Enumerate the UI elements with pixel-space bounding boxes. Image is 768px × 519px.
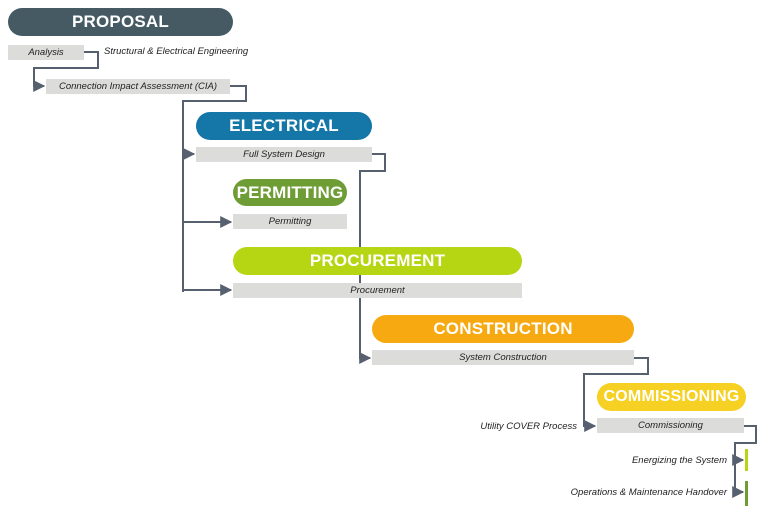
task-commissioning: Commissioning [597,418,744,433]
label-structural-electrical: Structural & Electrical Engineering [104,46,249,57]
milestone-energizing-bar [745,449,748,471]
label-utility-cover: Utility COVER Process [480,421,577,432]
task-full-system-design: Full System Design [196,147,372,162]
phase-permitting: PERMITTING [233,179,347,206]
task-analysis: Analysis [8,45,84,60]
phase-electrical: ELECTRICAL [196,112,372,140]
phase-commissioning: COMMISSIONING [597,383,746,411]
task-permitting: Permitting [233,214,347,229]
label-energizing: Energizing the System [631,455,727,466]
phase-construction: CONSTRUCTION [372,315,634,343]
label-om-handover: Operations & Maintenance Handover [570,487,727,498]
task-procurement: Procurement [233,283,522,298]
phase-proposal: PROPOSAL [8,8,233,36]
connector-analysis-cia [33,51,99,92]
phase-procurement: PROCUREMENT [233,247,522,275]
task-cia: Connection Impact Assessment (CIA) [46,79,230,94]
connector-design-construction [359,153,386,364]
task-system-construction: System Construction [372,350,634,365]
connector-construction-commissioning [583,357,649,432]
milestone-om-bar [745,481,748,506]
connector-cia-branch [182,85,247,292]
